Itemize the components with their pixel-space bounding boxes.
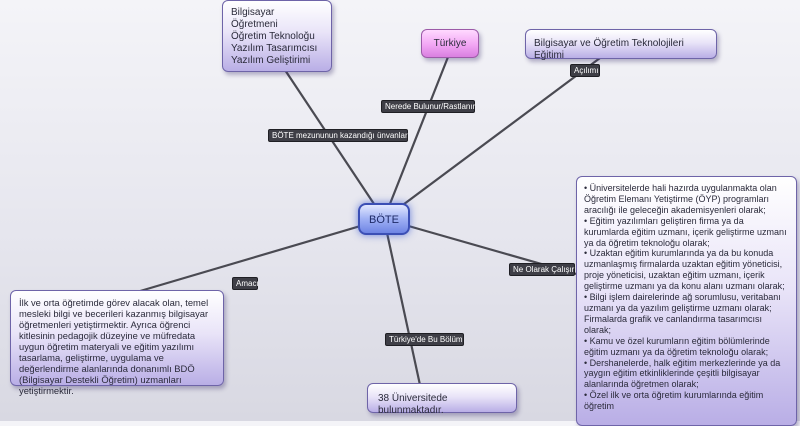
- jobs-item: • Üniversitelerde hali hazırda uygulanma…: [584, 183, 777, 215]
- edge-universities: [382, 217, 422, 387]
- program-label: Bilgisayar ve Öğretim Teknolojileri Eğit…: [534, 38, 684, 61]
- edge-purpose: [128, 217, 386, 296]
- teacher-role-1: Bilgisayar Öğretmeni: [231, 7, 278, 30]
- teacher-role-4: Yazılım Geliştirimi: [231, 55, 311, 66]
- jobs-item: • Bilgi işlem dairelerinde ağ sorumlusu,…: [584, 292, 781, 313]
- node-turkey[interactable]: Türkiye: [421, 29, 479, 58]
- edge-label-purpose: Amacı: [232, 277, 259, 290]
- edge-label-title: BÖTE mezununun kazandığı ünvanlar: [268, 129, 408, 142]
- edge-teacher-roles: [283, 68, 386, 221]
- edge-program: [382, 56, 602, 221]
- purpose-text: İlk ve orta öğretimde görev alacak olan,…: [19, 297, 209, 396]
- node-purpose[interactable]: İlk ve orta öğretimde görev alacak olan,…: [10, 290, 224, 396]
- universities-label: 38 Üniversitede bulunmaktadır.: [378, 393, 448, 416]
- node-universities[interactable]: 38 Üniversitede bulunmaktadır.: [367, 383, 517, 416]
- node-program-name[interactable]: Bilgisayar ve Öğretim Teknolojileri Eğit…: [525, 29, 717, 61]
- edge-label-where: Nerede Bulunur/Rastlanır: [381, 100, 475, 113]
- turkey-label: Türkiye: [433, 38, 467, 49]
- jobs-item: • Uzaktan eğitim kurumlarında ya da bu k…: [584, 248, 785, 292]
- jobs-item: Firmalarda grafik ve canlandırma tasarım…: [584, 313, 763, 335]
- node-center-bote[interactable]: BÖTE: [358, 203, 410, 235]
- center-label: BÖTE: [369, 214, 399, 226]
- edge-label-work: Ne Olarak Çalışır: [509, 263, 575, 276]
- node-jobs[interactable]: • Üniversitelerde hali hazırda uygulanma…: [576, 176, 797, 426]
- jobs-item: • Dershanelerde, halk eğitim merkezlerin…: [584, 357, 781, 390]
- jobs-item: • Eğitim yazılımları geliştiren firma ya…: [584, 215, 787, 248]
- teacher-role-3: Yazılım Tasarımcısı: [231, 43, 318, 54]
- teacher-role-2: Öğretim Teknoloğu: [231, 31, 315, 42]
- jobs-item: • Özel ilk ve orta öğretim kurumlarında …: [584, 390, 764, 412]
- edge-label-opening: Açılımı: [570, 64, 600, 77]
- edge-turkey: [382, 55, 450, 221]
- edge-label-branch: Türkiye'de Bu Bölüm: [385, 333, 464, 346]
- node-teacher-roles[interactable]: Bilgisayar Öğretmeni Öğretim Teknoloğu Y…: [222, 0, 332, 72]
- jobs-item: • Kamu ve özel kurumların eğitim bölümle…: [584, 335, 770, 357]
